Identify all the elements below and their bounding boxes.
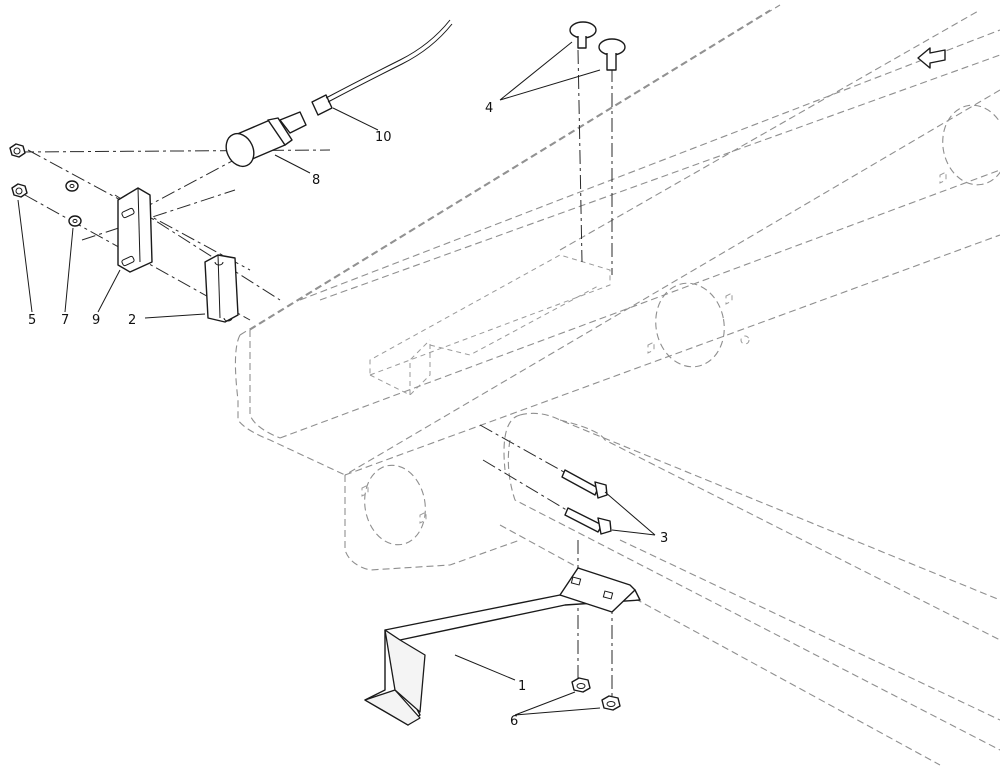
callout-10: 10 [375, 130, 392, 145]
callout-9: 9 [92, 313, 100, 328]
callout-7: 7 [61, 313, 69, 328]
callout-4: 4 [485, 101, 493, 116]
bolts-part-3 [561, 469, 612, 535]
washers-part-7 [65, 180, 82, 227]
callout-3: 3 [660, 531, 668, 546]
arrow-left-icon [917, 47, 946, 69]
callout-8: 8 [312, 173, 320, 188]
plate-part-2 [204, 254, 239, 323]
connector-part-10 [311, 19, 453, 116]
callout-6: 6 [510, 714, 518, 729]
callout-5: 5 [28, 313, 36, 328]
nuts-part-5 [9, 143, 28, 198]
bolts-part-4 [569, 21, 626, 71]
machine-frame-phantom [234, 4, 1000, 766]
callout-1: 1 [518, 679, 526, 694]
sensor-part-8 [225, 111, 307, 168]
callout-labels: 1 2 3 4 5 6 7 8 9 10 [28, 101, 668, 729]
bracket-part-9 [117, 187, 153, 273]
callout-2: 2 [128, 313, 136, 328]
bracket-part-1 [364, 567, 641, 726]
nuts-part-6 [571, 677, 621, 711]
callout-leader-lines [17, 41, 656, 716]
